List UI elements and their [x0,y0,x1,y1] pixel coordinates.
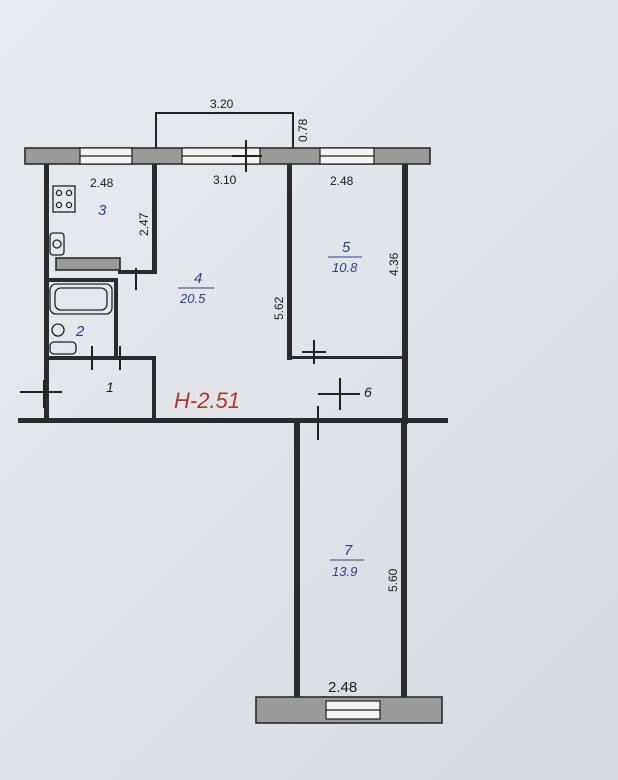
balcony-width-label: 3.20 [210,97,234,111]
room7-length-label: 5.60 [386,568,400,592]
balcony [155,112,294,148]
toilet [49,341,77,355]
room4-area: 20.5 [179,291,206,306]
kitchen-sink [49,232,65,256]
bathtub [49,283,113,315]
door-marks [20,268,360,440]
room7-width-label: 2.48 [328,679,357,696]
kitchen-stove [52,185,76,213]
room5-width-label: 2.48 [330,174,354,188]
room6-number: 6 [364,384,372,400]
room3-number: 3 [98,202,107,219]
top-exterior-wall [24,140,431,172]
ceiling-height-label: H-2.51 [174,388,240,413]
room1-number: 1 [106,379,114,395]
room5-number: 5 [342,239,351,256]
room7-window-wall [255,696,443,724]
washbasin [51,323,65,337]
room4-length-label: 5.62 [272,296,286,320]
room4-number: 4 [194,270,202,287]
room7-area: 13.9 [332,564,357,579]
room5-area: 10.8 [332,260,358,275]
room3-length-label: 2.47 [137,212,151,236]
room5-length-label: 4.36 [387,252,401,276]
interior-walls [18,164,448,698]
kitchen-counter [55,257,121,271]
room2-number: 2 [75,323,85,340]
balcony-depth-label: 0.78 [296,118,310,142]
room4-width-label: 3.10 [213,173,237,187]
room7-number: 7 [344,542,353,559]
room3-width-label: 2.48 [90,176,114,190]
